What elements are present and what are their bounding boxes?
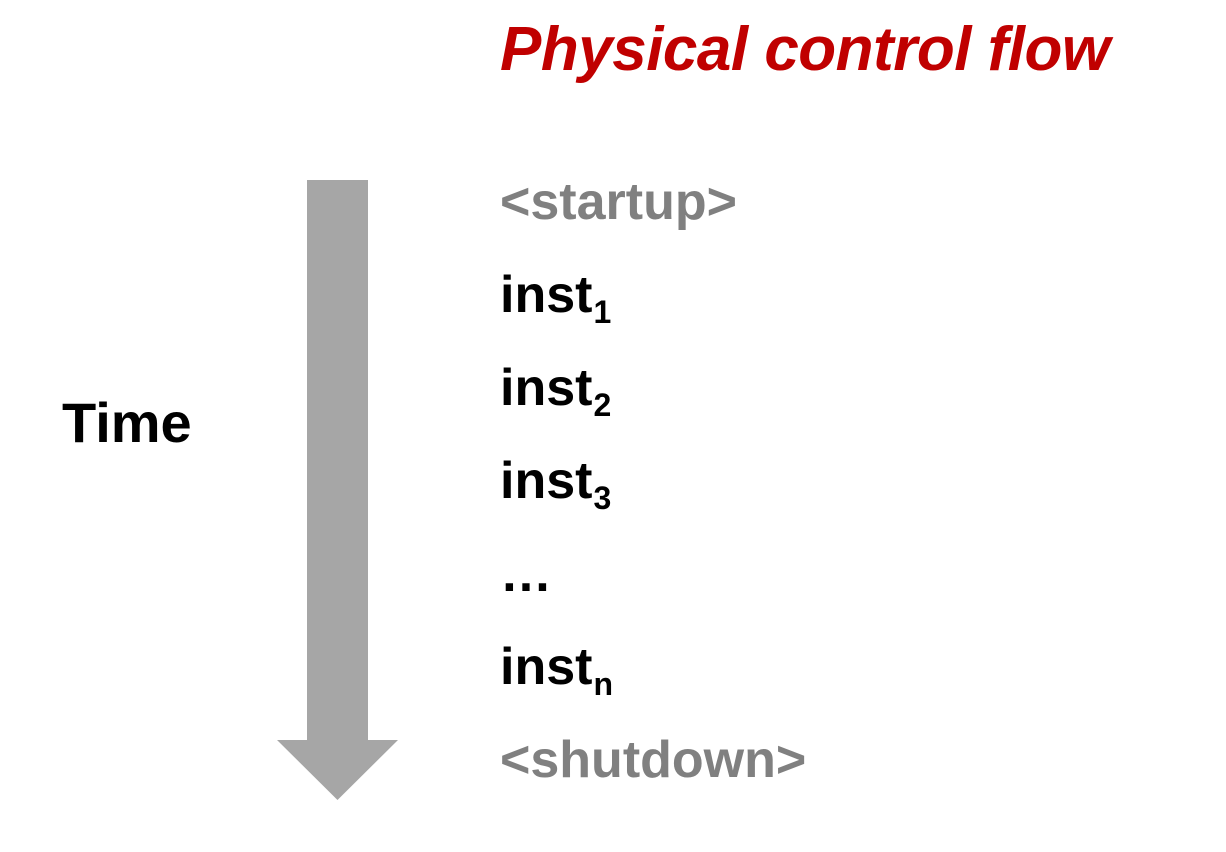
- flow-line-inst-n: instn: [500, 637, 1020, 730]
- time-axis-label: Time: [62, 391, 192, 454]
- page-title: Physical control flow: [500, 15, 1110, 84]
- flow-line-text: inst: [500, 638, 593, 696]
- flow-line-subscript: 2: [593, 387, 612, 423]
- flow-line-subscript: 1: [593, 294, 612, 330]
- flow-line-text: …: [500, 545, 554, 603]
- flow-line-text: <startup>: [500, 173, 737, 231]
- flow-line-inst-2: inst2: [500, 358, 1020, 451]
- flow-line-startup: <startup>: [500, 172, 1020, 265]
- flow-line-subscript: n: [593, 666, 613, 702]
- flow-line-text: inst: [500, 452, 593, 510]
- flow-line-ellipsis: …: [500, 544, 1020, 637]
- instruction-flow-list: <startup> inst1 inst2 inst3 … instn <shu…: [500, 172, 1020, 823]
- flow-line-inst-1: inst1: [500, 265, 1020, 358]
- flow-line-text: inst: [500, 266, 593, 324]
- flow-line-text: <shutdown>: [500, 731, 807, 789]
- time-down-arrow-icon: [277, 180, 398, 800]
- flow-line-inst-3: inst3: [500, 451, 1020, 544]
- flow-line-subscript: 3: [593, 480, 612, 516]
- flow-line-shutdown: <shutdown>: [500, 730, 1020, 823]
- flow-line-text: inst: [500, 359, 593, 417]
